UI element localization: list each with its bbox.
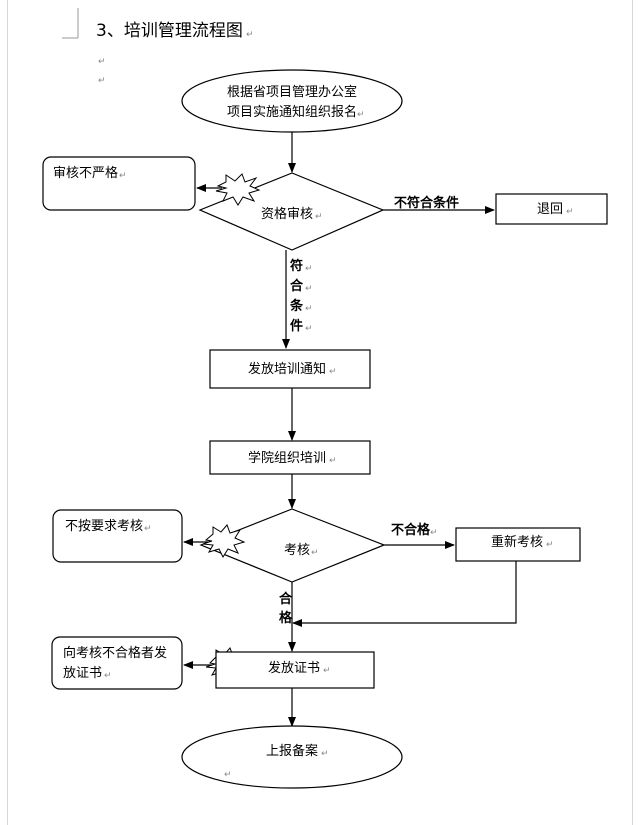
exam-text: 考核 (284, 543, 310, 558)
reexam-box (455, 527, 581, 562)
paragraph-mark: ↵ (98, 57, 106, 67)
pass-char-1: 合 (279, 591, 293, 607)
issue-cert-box (215, 651, 375, 689)
paragraph-mark: ↵ (311, 548, 319, 558)
start-text-line2: 项目实施通知组织报名 (227, 104, 357, 120)
paragraph-mark: ↵ (104, 671, 112, 681)
report-text: 上报备案 (266, 743, 318, 759)
reexam-text: 重新考核 (491, 534, 543, 550)
meet-char-4: 件 (290, 318, 303, 334)
report-ellipse (181, 725, 403, 789)
not-by-requirement-text: 不按要求考核 (65, 519, 143, 534)
paragraph-mark: ↵ (224, 770, 232, 780)
paragraph-mark: ↵ (98, 76, 106, 86)
paragraph-mark: ↵ (315, 212, 323, 222)
issue-notice-box (209, 349, 371, 389)
paragraph-mark: ↵ (430, 528, 438, 538)
paragraph-mark: ↵ (305, 304, 313, 314)
not-by-requirement-box (52, 509, 183, 563)
fail-label: 不合格 (391, 522, 431, 538)
issue-cert-text: 发放证书 (268, 660, 320, 676)
paragraph-mark: ↵ (305, 324, 313, 334)
paragraph-mark: ↵ (321, 749, 329, 759)
meet-char-3: 条 (290, 298, 304, 314)
paragraph-mark: ↵ (246, 30, 254, 40)
paragraph-mark: ↵ (305, 264, 313, 274)
lax-review-text: 审核不严格 (53, 165, 118, 181)
qualification-review-text: 资格审核 (261, 206, 313, 222)
return-box (495, 193, 608, 225)
college-training-box (209, 440, 371, 475)
paragraph-mark: ↵ (305, 284, 313, 294)
burst-icon (215, 173, 261, 206)
start-text-line1: 根据省项目管理办公室 (227, 84, 357, 100)
page-margin-left (7, 0, 8, 825)
paragraph-mark: ↵ (329, 367, 337, 377)
return-text: 退回 (537, 202, 563, 217)
burst-icon (202, 524, 246, 559)
cert-to-failed-text-line2: 放证书 (63, 666, 102, 681)
meet-char-1: 符 (290, 258, 303, 274)
pass-char-2: 格 (279, 610, 293, 626)
paragraph-mark: ↵ (329, 456, 337, 466)
paragraph-mark: ↵ (546, 540, 554, 550)
cert-to-failed-text-line1: 向考核不合格者发 (63, 645, 167, 661)
paragraph-mark: ↵ (357, 110, 365, 120)
crop-marks (62, 8, 79, 39)
not-meet-label: 不符合条件 (394, 195, 459, 211)
arrow-reexam-back (292, 561, 517, 627)
page-margin-right (632, 0, 633, 825)
start-ellipse (181, 69, 403, 133)
issue-notice-text: 发放培训通知 (248, 361, 326, 377)
paragraph-mark: ↵ (144, 524, 152, 534)
college-training-text: 学院组织培训 (248, 450, 326, 466)
lax-review-box (42, 156, 196, 211)
paragraph-mark: ↵ (119, 171, 127, 181)
page-title: 3、培训管理流程图 (96, 21, 243, 41)
paragraph-mark: ↵ (323, 666, 331, 676)
paragraph-mark: ↵ (566, 207, 574, 217)
cert-to-failed-box (51, 636, 183, 690)
meet-char-2: 合 (290, 278, 304, 294)
